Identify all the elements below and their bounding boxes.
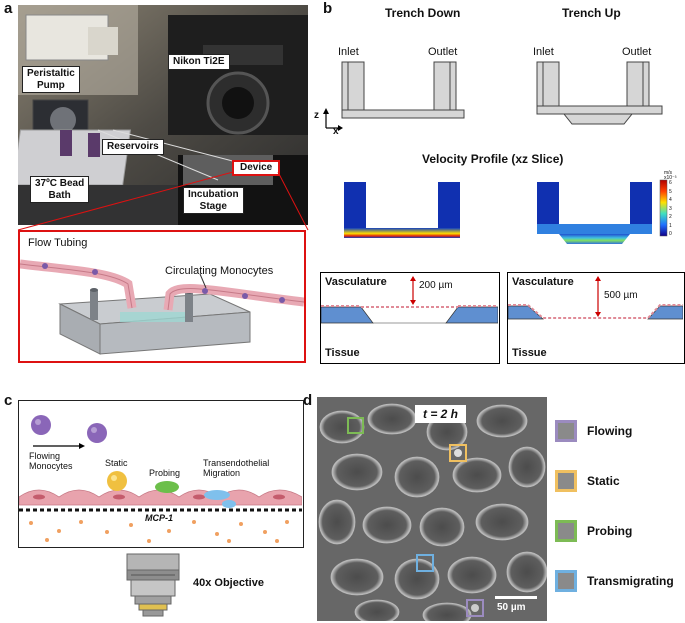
label-probing: Probing xyxy=(149,468,181,478)
device-schematic-art xyxy=(19,259,305,355)
label-tissue-left: Tissue xyxy=(325,347,360,359)
label-gap-200: 200 µm xyxy=(419,280,453,291)
label-flowing-monocytes: Flowing Monocytes xyxy=(29,451,73,471)
crosssection-left-art xyxy=(320,276,499,324)
label-objective: 40x Objective xyxy=(193,577,264,589)
crosssection-right-art xyxy=(507,276,684,320)
colorbar-tick: 2 xyxy=(669,214,672,220)
label-inlet-left: Inlet xyxy=(338,46,359,58)
colorbar-tick: 3 xyxy=(669,205,672,212)
label-mcp1: MCP-1 xyxy=(145,513,174,523)
device-schematic: Flow Tubing Circulating Monocytes xyxy=(18,230,306,363)
label-vasculature-left: Vasculature xyxy=(325,276,387,288)
colorbar-tick: 6 xyxy=(669,180,672,186)
microscopy-image: t = 2 h 50 µm xyxy=(317,397,547,621)
colorbar-ticks: 6 5 4 3 2 1 0 xyxy=(669,179,672,239)
panel-label-a: a xyxy=(4,0,13,17)
label-flow-tubing: Flow Tubing xyxy=(28,237,88,249)
label-bead-bath: 37ºC Bead Bath xyxy=(30,176,90,203)
label-inlet-right: Inlet xyxy=(533,46,554,58)
colorbar-tick: 5 xyxy=(669,188,672,195)
legend-label: Probing xyxy=(587,523,633,538)
colorbar-tick: 4 xyxy=(669,197,672,203)
crosssection-left: Vasculature 200 µm Tissue xyxy=(320,272,500,364)
objective-icon xyxy=(126,553,180,617)
label-device: Device xyxy=(232,160,281,176)
label-peristaltic-pump: Peristaltic Pump xyxy=(22,66,80,93)
label-reservoirs: Reservoirs xyxy=(102,139,164,155)
label-circulating-monocytes: Circulating Monocytes xyxy=(165,265,274,277)
label-incubation-stage: Incubation Stage xyxy=(183,187,244,214)
crosssection-right: Vasculature 500 µm Tissue xyxy=(507,272,685,364)
label-vasculature-right: Vasculature xyxy=(512,276,574,288)
axis-x-label: x xyxy=(333,126,339,137)
legend-item: Probing xyxy=(555,517,685,544)
label-outlet-right: Outlet xyxy=(622,46,652,58)
panel-label-c: c xyxy=(4,392,13,409)
colorbar-tick: 1 xyxy=(669,222,672,229)
label-gap-500: 500 µm xyxy=(604,290,638,301)
title-trench-up: Trench Up xyxy=(562,6,621,20)
title-trench-down: Trench Down xyxy=(385,6,461,20)
label-nikon: Nikon Ti2E xyxy=(168,54,230,70)
legend-swatch xyxy=(555,469,577,492)
label-transendothelial: Transendothelial Migration xyxy=(203,458,270,478)
legend-label: Static xyxy=(587,473,620,488)
title-velocity-profile: Velocity Profile (xz Slice) xyxy=(422,152,564,166)
time-label: t = 2 h xyxy=(415,405,467,423)
channel-cross-sections xyxy=(323,61,663,131)
microscopy-texture xyxy=(317,397,547,621)
legend-item: Static xyxy=(555,467,685,494)
panel-label-b: b xyxy=(323,0,333,17)
trench-up-geometry xyxy=(536,61,663,125)
legend-swatch xyxy=(555,519,577,542)
trench-down-geometry xyxy=(341,61,465,119)
zoom-lines xyxy=(17,171,309,231)
legend-label: Flowing xyxy=(587,423,633,438)
label-tissue-right: Tissue xyxy=(512,347,547,359)
legend-label: Transmigrating xyxy=(587,573,674,588)
monocyte-schematic-art xyxy=(18,415,303,543)
axis-z-label: z xyxy=(314,110,319,121)
label-outlet-left: Outlet xyxy=(428,46,458,58)
velocity-heatmaps xyxy=(344,179,668,244)
legend-item: Flowing xyxy=(555,417,685,444)
legend-swatch xyxy=(555,569,577,592)
label-static: Static xyxy=(105,458,128,468)
panel-label-d: d xyxy=(303,392,313,409)
monocyte-schematic: Flowing Monocytes Static Probing Transen… xyxy=(18,400,304,548)
scale-bar-label: 50 µm xyxy=(497,602,526,613)
colorbar-tick: 0 xyxy=(669,231,672,237)
legend-swatch xyxy=(555,419,577,442)
legend-item: Transmigrating xyxy=(555,567,685,594)
